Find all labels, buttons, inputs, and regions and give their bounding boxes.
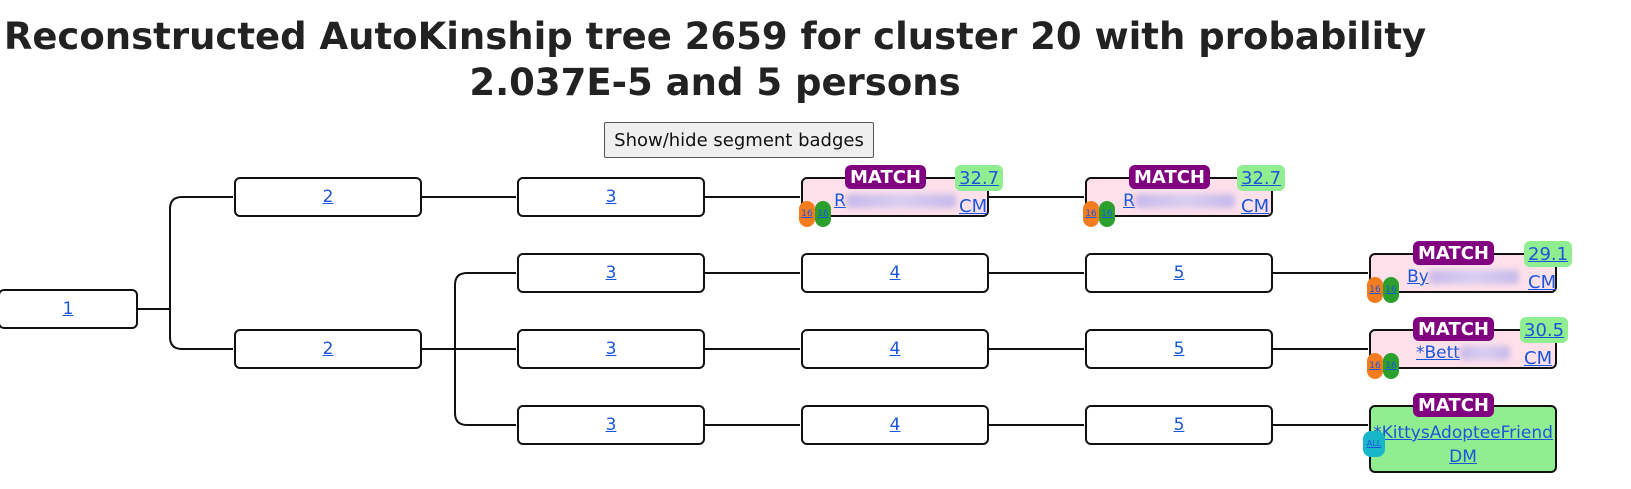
segment-badge[interactable]: 16 bbox=[815, 201, 831, 227]
node-link[interactable]: 3 bbox=[605, 339, 617, 359]
redacted-name bbox=[1134, 194, 1235, 208]
node-link[interactable]: 1 bbox=[62, 299, 74, 319]
cm-badge: 32.7 CM bbox=[955, 165, 1004, 217]
tree-node-3-row3: 3 bbox=[517, 329, 705, 369]
node-link[interactable]: 3 bbox=[605, 263, 617, 283]
cm-link[interactable]: 30.5 CM bbox=[1524, 320, 1565, 369]
segment-badge[interactable]: 16 bbox=[1383, 277, 1399, 303]
node-link[interactable]: 3 bbox=[605, 415, 617, 435]
match-node-row2-col6: MATCH 29.1 CM By 16 16 bbox=[1367, 241, 1573, 303]
match-badge: MATCH bbox=[1413, 241, 1494, 265]
match-name-link[interactable]: By bbox=[1407, 267, 1519, 287]
match-node-row1-col4: MATCH 32.7 CM R 16 16 bbox=[799, 165, 1004, 227]
match-badge: MATCH bbox=[845, 165, 926, 189]
match-node-row4-col6: MATCH *KittysAdopteeFriendDM ALL bbox=[1363, 393, 1557, 473]
toggle-segment-badges-button[interactable]: Show/hide segment badges bbox=[604, 122, 874, 158]
tree-node-2-lower: 2 bbox=[234, 329, 422, 369]
segment-badge[interactable]: 16 bbox=[1383, 353, 1399, 379]
cm-badge: 30.5 CM bbox=[1520, 317, 1569, 369]
tree-node-3-row2: 3 bbox=[517, 253, 705, 293]
cm-badge: 29.1 CM bbox=[1524, 241, 1573, 293]
tree-node-5-row3: 5 bbox=[1085, 329, 1273, 369]
match-name-link[interactable]: R bbox=[1123, 191, 1235, 211]
tree-node-2-upper: 2 bbox=[234, 177, 422, 217]
tree-node-4-row4: 4 bbox=[801, 405, 989, 445]
tree-node-1: 1 bbox=[0, 289, 138, 329]
segment-badge[interactable]: 16 bbox=[1083, 201, 1099, 227]
match-badge: MATCH bbox=[1413, 393, 1494, 417]
cm-link[interactable]: 32.7 CM bbox=[1241, 168, 1282, 217]
node-link[interactable]: 4 bbox=[889, 263, 901, 283]
match-node-row3-col6: MATCH 30.5 CM *Bett 16 16 bbox=[1367, 317, 1569, 379]
match-badge: MATCH bbox=[1129, 165, 1210, 189]
node-link[interactable]: 4 bbox=[889, 339, 901, 359]
node-link[interactable]: 3 bbox=[605, 187, 617, 207]
tree-node-5-row4: 5 bbox=[1085, 405, 1273, 445]
cm-link[interactable]: 32.7 CM bbox=[959, 168, 1000, 217]
segment-badge[interactable]: ALL bbox=[1363, 431, 1385, 457]
tree-node-3-row4: 3 bbox=[517, 405, 705, 445]
segment-badge[interactable]: 16 bbox=[1099, 201, 1115, 227]
tree-node-3-row1: 3 bbox=[517, 177, 705, 217]
segment-badge[interactable]: 16 bbox=[1367, 353, 1383, 379]
cm-link[interactable]: 29.1 CM bbox=[1528, 244, 1569, 293]
segment-badge[interactable]: 16 bbox=[799, 201, 815, 227]
node-link[interactable]: 2 bbox=[322, 187, 334, 207]
page-title: Reconstructed AutoKinship tree 2659 for … bbox=[3, 15, 1427, 104]
node-link[interactable]: 5 bbox=[1173, 339, 1185, 359]
match-node-row1-col5: MATCH 32.7 CM R 16 16 bbox=[1083, 165, 1286, 227]
redacted-name bbox=[845, 194, 956, 208]
node-link[interactable]: 5 bbox=[1173, 415, 1185, 435]
tree-node-4-row3: 4 bbox=[801, 329, 989, 369]
segment-badge[interactable]: 16 bbox=[1367, 277, 1383, 303]
node-link[interactable]: 2 bbox=[322, 339, 334, 359]
redacted-name bbox=[1428, 270, 1519, 284]
cm-badge: 32.7 CM bbox=[1237, 165, 1286, 217]
node-link[interactable]: 4 bbox=[889, 415, 901, 435]
tree-node-5-row2: 5 bbox=[1085, 253, 1273, 293]
match-name-link[interactable]: *Bett bbox=[1416, 343, 1510, 363]
match-name-link[interactable]: R bbox=[834, 191, 956, 211]
node-link[interactable]: 5 bbox=[1173, 263, 1185, 283]
tree-node-4-row2: 4 bbox=[801, 253, 989, 293]
match-name-link[interactable]: *KittysAdopteeFriendDM bbox=[1373, 423, 1553, 467]
match-badge: MATCH bbox=[1413, 317, 1494, 341]
redacted-name bbox=[1459, 346, 1510, 360]
